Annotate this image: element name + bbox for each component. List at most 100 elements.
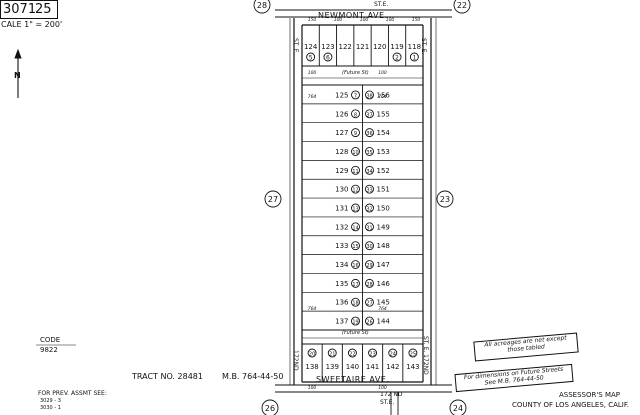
dimension-label: 764: [308, 306, 317, 312]
lot-number: 139: [326, 363, 339, 371]
lot-number: 126: [335, 110, 349, 118]
lot-number: 152: [377, 167, 390, 175]
parcel-number: 31: [366, 225, 372, 231]
dimension-label: 764: [308, 94, 317, 100]
lot-number: 143: [406, 363, 419, 371]
parcel-number: 13: [352, 207, 358, 213]
lot-number: 145: [377, 299, 390, 307]
dimension-label: 150: [308, 17, 317, 23]
lot-number: 134: [335, 261, 349, 269]
parcel-number: 19: [352, 320, 358, 326]
future-street-top: (Future St): [342, 70, 369, 76]
parcel-circle: [365, 109, 374, 119]
parcel-circle: [365, 222, 374, 232]
parcel-circle: [351, 297, 360, 307]
lot-number: 125: [335, 91, 348, 99]
street-west-top: ST. E.: [292, 38, 299, 55]
lot-number: 156: [377, 91, 391, 99]
parcel-number: 5: [309, 55, 313, 62]
lot-number: 122: [339, 43, 352, 51]
parcel-circle: [307, 348, 317, 358]
lot-number: 142: [386, 363, 399, 371]
street-south-sub2: 172 ND: [380, 391, 403, 398]
parcel-number: 9: [354, 131, 357, 137]
prev-assmt-line: 3030 - 1: [40, 405, 61, 411]
parcel-circle: [351, 184, 360, 194]
dimension-label: 764: [378, 306, 387, 312]
future-street-bottom: (Future St): [342, 330, 369, 336]
dimension-label: 100: [386, 17, 395, 23]
assessor-county: COUNTY OF LOS ANGELES, CALIF.: [512, 401, 629, 409]
parcel-number: 6: [326, 55, 330, 62]
page-number: 25: [35, 2, 52, 17]
adjacent-map-number: 26: [265, 404, 275, 413]
street-east-top: ST. E.: [420, 38, 427, 55]
lot-number: 149: [377, 223, 390, 231]
parcel-number: 35: [366, 150, 372, 156]
dimension-label: 100: [378, 385, 387, 391]
lot-number: 151: [377, 186, 390, 194]
lot-number: 155: [377, 110, 390, 118]
adjacent-map-number: 23: [440, 195, 450, 204]
lot-number: 130: [335, 186, 348, 194]
parcel-circle: [351, 109, 360, 119]
parcel-number: 29: [366, 263, 372, 269]
parcel-circle: [388, 348, 398, 358]
parcel-circle: [365, 165, 374, 175]
parcel-circle: [351, 278, 360, 288]
lot-number: 132: [335, 223, 348, 231]
parcel-number: 25: [410, 352, 416, 358]
lot-number: 140: [346, 363, 359, 371]
lot-number: 119: [390, 43, 403, 51]
parcel-circle: [368, 348, 378, 358]
adjacent-map-circle: [261, 399, 279, 415]
parcel-number: 7: [354, 93, 357, 99]
street-south: SWEETAIRE AVE.: [316, 375, 390, 384]
parcel-circle: [351, 316, 360, 326]
adjacent-map-number: 22: [457, 1, 467, 10]
tract-mb: M.B. 764-44-50: [222, 372, 284, 381]
code-value: 9822: [40, 346, 58, 354]
lot-number: 118: [408, 43, 421, 51]
parcel-circle: [351, 222, 360, 232]
lot-number: 137: [335, 318, 348, 326]
parcel-circle: [365, 184, 374, 194]
parcel-number: 24: [390, 352, 396, 358]
parcel-circle: [365, 316, 374, 326]
lot-number: 123: [321, 43, 334, 51]
north-arrow-head: [14, 48, 22, 59]
code-label: CODE: [40, 336, 61, 344]
parcel-circle: [365, 260, 374, 269]
parcel-number: 10: [352, 150, 358, 156]
north-arrow-label: N: [14, 71, 21, 80]
dimension-label: 100: [360, 17, 369, 23]
parcel-number: 22: [349, 352, 355, 358]
lot-number: 141: [366, 363, 379, 371]
lot-number: 127: [335, 129, 348, 137]
book-number: 3071: [3, 2, 37, 17]
parcel-number: 27: [366, 301, 372, 307]
parcel-number: 16: [352, 263, 358, 269]
street-north-sub: ST.E.: [374, 1, 389, 8]
tract-label: TRACT NO. 28481: [132, 372, 203, 381]
parcel-circle: [351, 147, 360, 156]
street-north: NEWMONT AVE.: [318, 11, 388, 20]
parcel-number: 2: [395, 55, 399, 62]
lot-number: 121: [356, 43, 369, 51]
dimension-label: 150: [412, 17, 421, 23]
lot-number: 131: [335, 205, 348, 213]
dimension-label: 100: [308, 70, 317, 76]
parcel-number: 21: [329, 352, 335, 358]
street-south-sub: ST.E.: [380, 399, 395, 406]
dimension-label: 100: [308, 385, 317, 391]
parcel-circle: [351, 260, 360, 269]
parcel-circle: [323, 52, 333, 62]
adjacent-map-circle: [453, 0, 471, 14]
parcel-number: 20: [309, 352, 315, 358]
parcel-circle: [351, 128, 360, 138]
lot-number: 144: [377, 318, 391, 326]
parcel-circle: [365, 203, 374, 213]
dimension-label: 764: [378, 94, 387, 100]
parcel-number: 32: [366, 207, 372, 213]
parcel-circle: [365, 297, 374, 307]
